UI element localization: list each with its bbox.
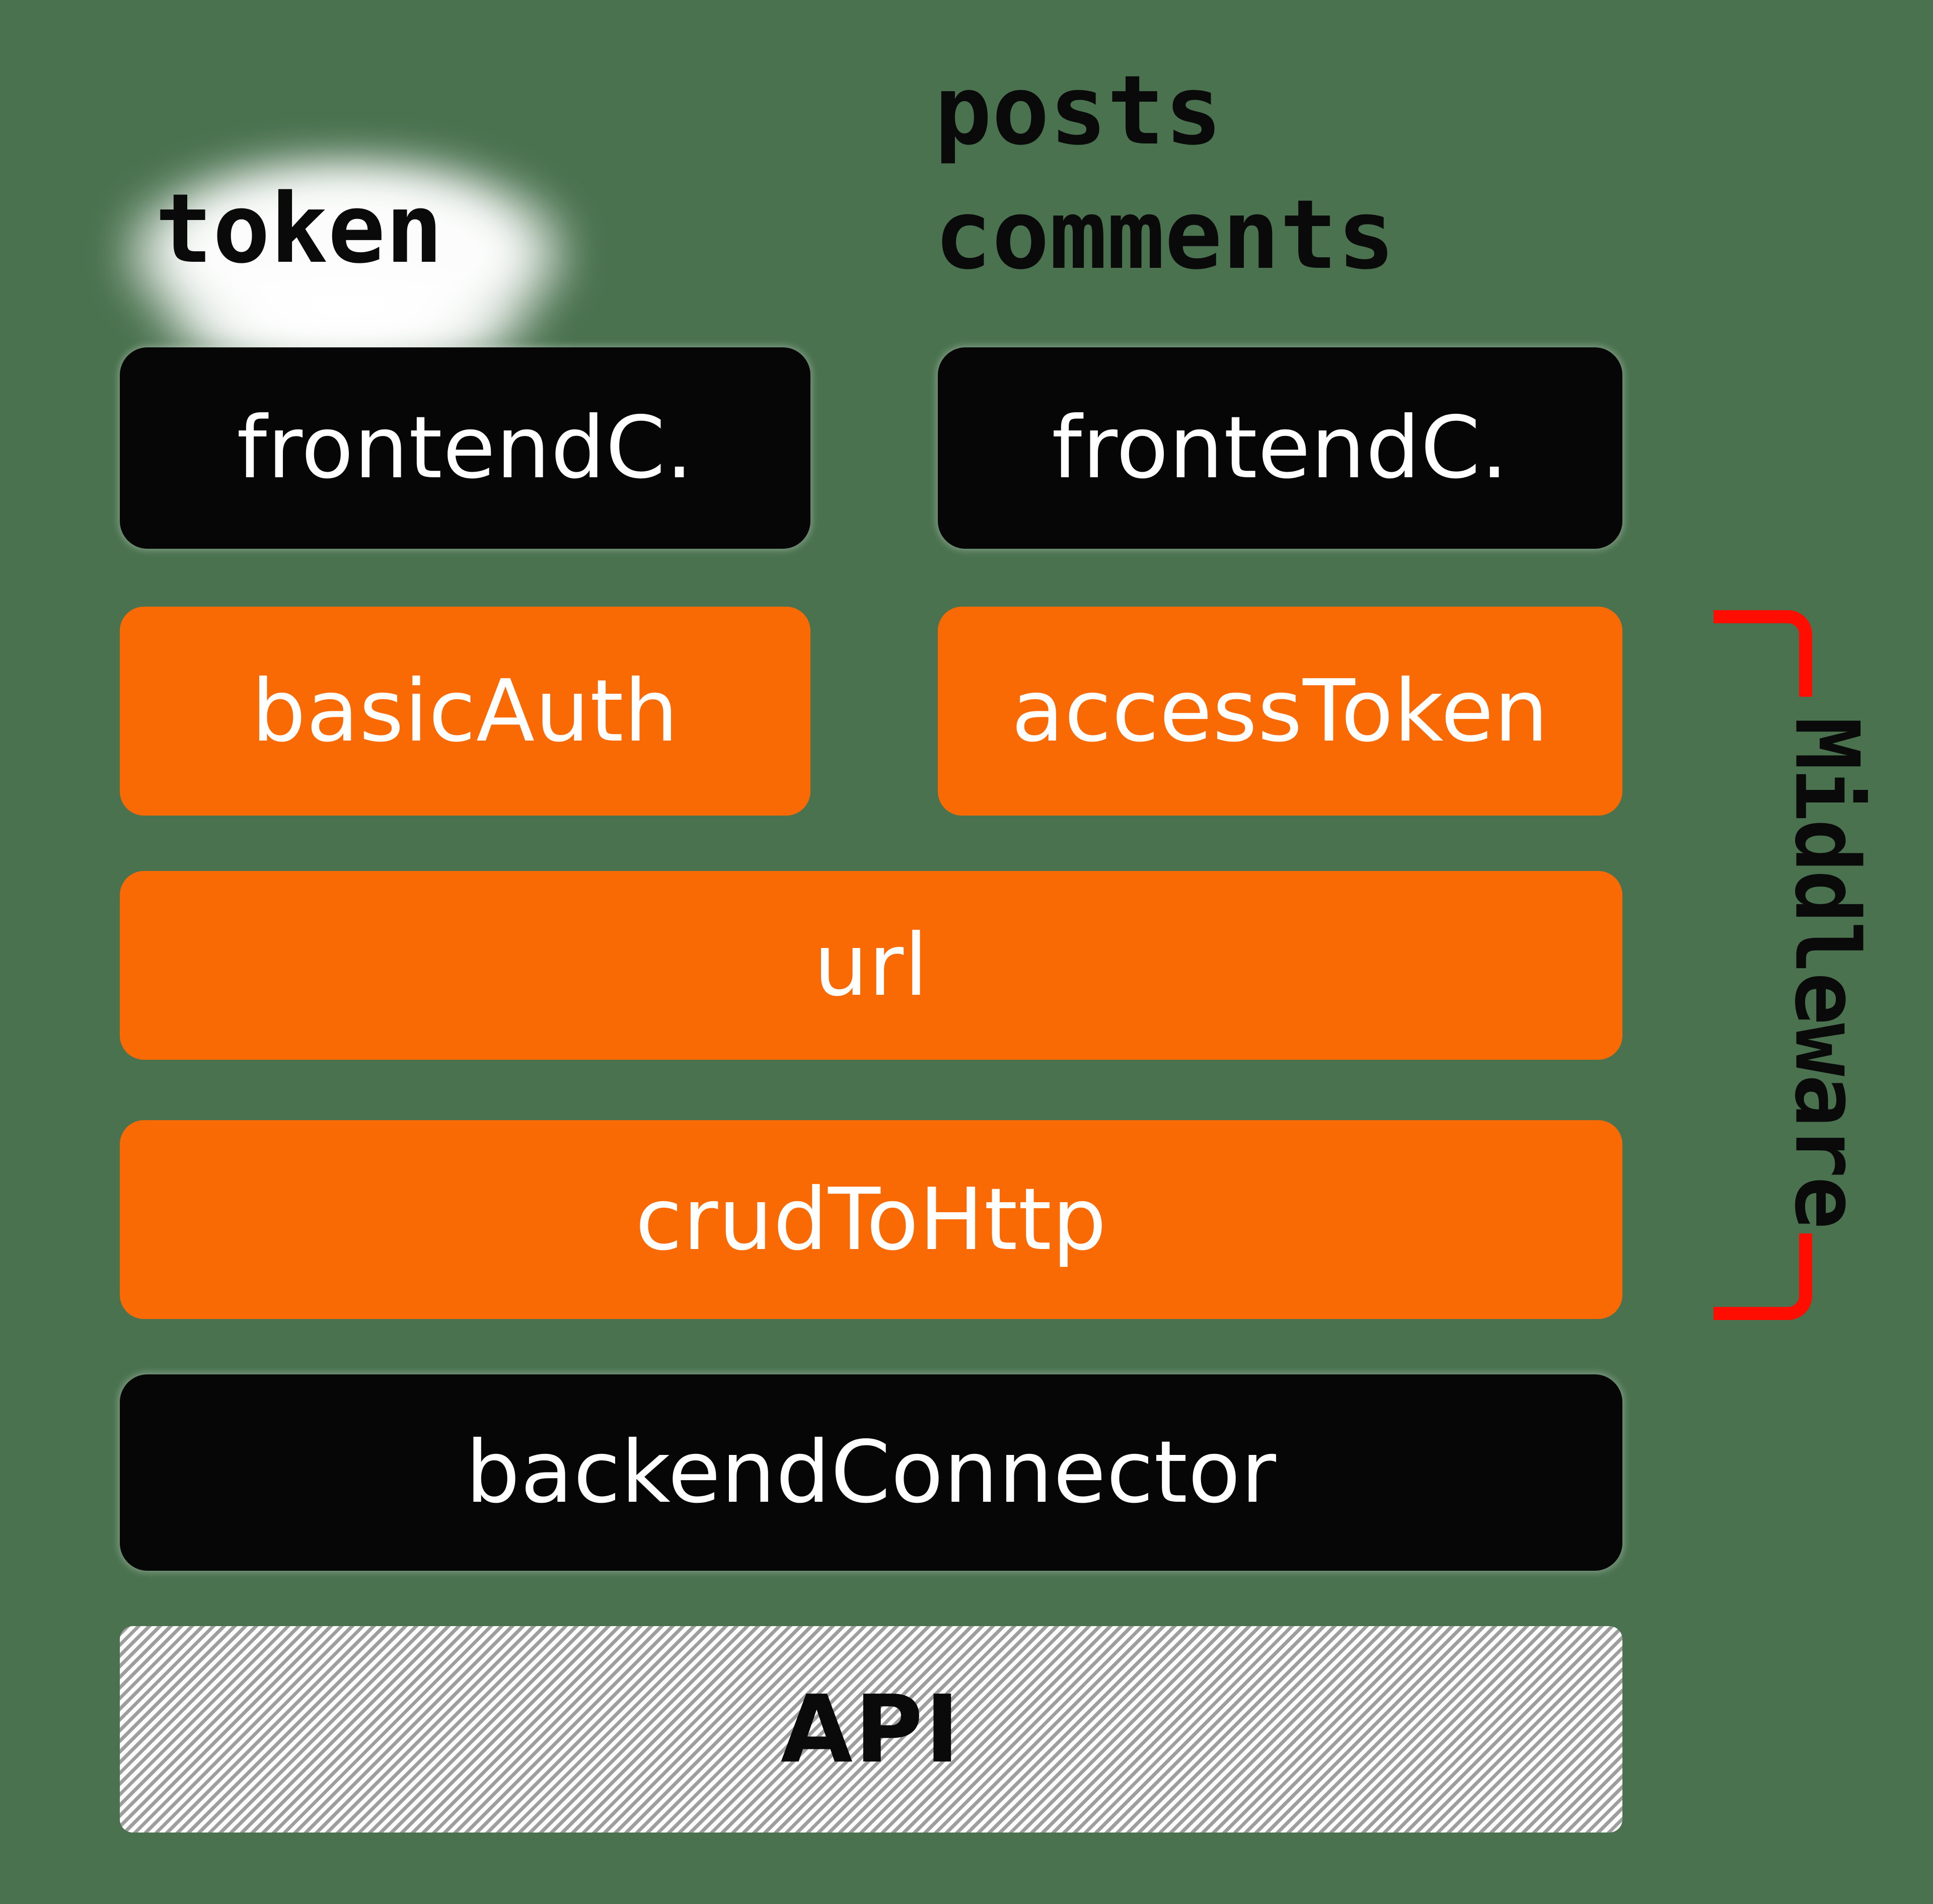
crud-to-http-label: crudToHttp: [635, 1169, 1107, 1270]
frontend-connector-box-left: frontendC.: [120, 347, 810, 549]
access-token-label: accessToken: [1011, 661, 1549, 761]
basic-auth-middleware-box: basicAuth: [120, 607, 810, 816]
frontend-connector-box-right: frontendC.: [938, 347, 1622, 549]
column-label-token: token: [155, 173, 443, 284]
column-label-posts-comments: posts comments: [934, 55, 1395, 290]
backend-connector-box: backendConnector: [120, 1374, 1622, 1571]
frontend-connector-label: frontendC.: [1052, 398, 1509, 498]
middleware-bracket-top-corner: [1714, 610, 1812, 697]
url-label: url: [813, 915, 929, 1015]
api-label: API: [780, 1675, 962, 1784]
frontend-connector-label: frontendC.: [237, 398, 694, 498]
middleware-bracket-label: Middleware: [1775, 717, 1878, 1227]
url-middleware-box: url: [120, 871, 1622, 1060]
basic-auth-label: basicAuth: [251, 661, 679, 761]
backend-connector-label: backendConnector: [466, 1423, 1277, 1522]
access-token-middleware-box: accessToken: [938, 607, 1622, 816]
middleware-bracket-bottom-corner: [1714, 1233, 1812, 1320]
crud-to-http-middleware-box: crudToHttp: [120, 1120, 1622, 1319]
api-box-hatched: API: [120, 1626, 1622, 1833]
